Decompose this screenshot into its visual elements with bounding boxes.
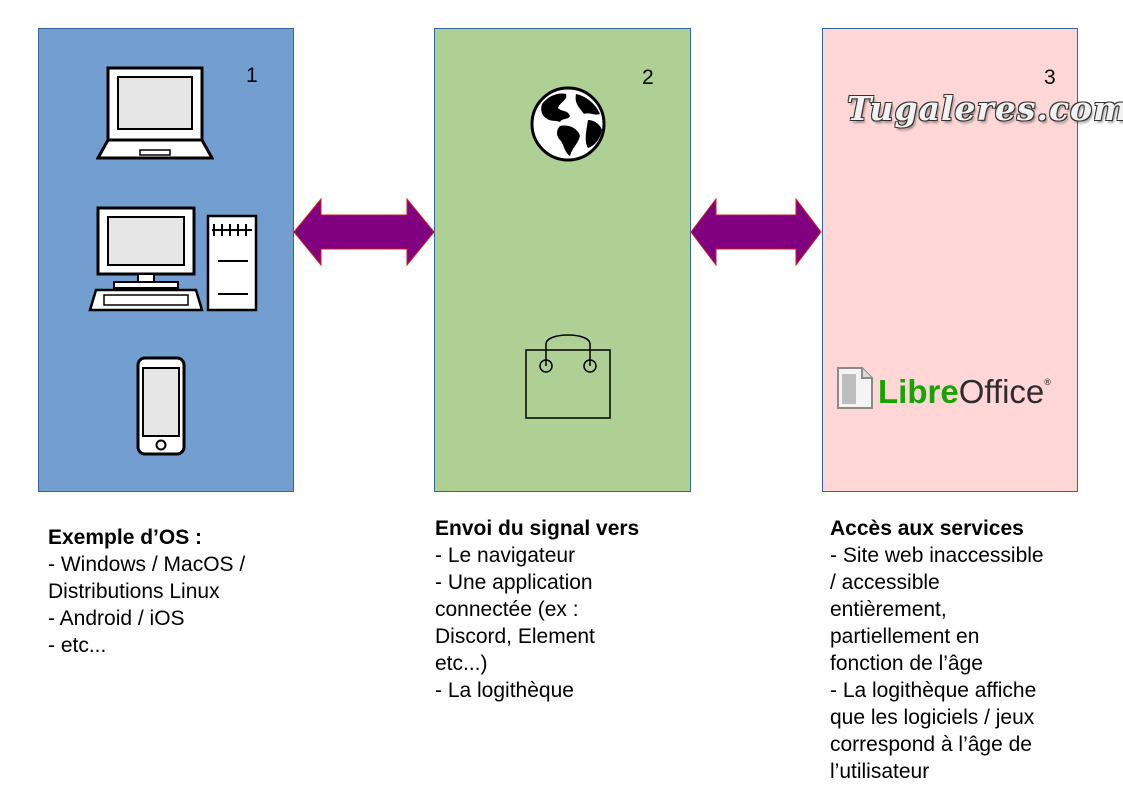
caption-title: Exemple d’OS : (48, 526, 203, 549)
globe-icon (530, 86, 606, 162)
caption-title: Envoi du signal vers (435, 517, 640, 540)
caption-line: etc...) (435, 652, 488, 675)
caption-line: - Windows / MacOS / (48, 553, 246, 576)
caption-title: Accès aux services (830, 517, 1024, 540)
caption-line: Discord, Element (435, 625, 595, 648)
panel-number-2: 2 (642, 66, 654, 89)
caption-line: partiellement en (830, 625, 980, 648)
caption-line: que les logiciels / jeux (830, 706, 1035, 729)
libreoffice-logo-registered: ® (1044, 377, 1051, 387)
caption-line: - etc... (48, 634, 107, 657)
shopping-bag-icon (525, 334, 611, 419)
caption-line: / accessible (830, 571, 940, 594)
caption-line: - La logithèque affiche (830, 679, 1037, 702)
libreoffice-document-icon (837, 367, 873, 409)
caption-services: Accès aux services - Site web inaccessib… (830, 515, 1044, 785)
libreoffice-logo-libre: Libre (878, 373, 959, 410)
caption-os-examples: Exemple d’OS : - Windows / MacOS / Distr… (48, 524, 245, 659)
caption-line: connectée (ex : (435, 598, 579, 621)
caption-line: - Le navigateur (435, 544, 576, 567)
smartphone-icon (136, 356, 186, 456)
libreoffice-logo: LibreOffice® (878, 372, 1051, 412)
caption-line: - Android / iOS (48, 607, 185, 630)
caption-line: - Site web inaccessible (830, 544, 1044, 567)
caption-line: entièrement, (830, 598, 947, 621)
panel-number-3: 3 (1044, 66, 1056, 89)
caption-signal: Envoi du signal vers - Le navigateur - U… (435, 515, 639, 704)
tugaleres-logo: Tugaleres.com (847, 89, 1123, 128)
double-arrow-2-3 (690, 198, 822, 266)
desktop-computer-icon (88, 206, 258, 312)
caption-line: correspond à l’âge de (830, 733, 1032, 756)
laptop-icon (96, 66, 214, 160)
panel-number-1: 1 (246, 64, 258, 87)
caption-line: l’utilisateur (830, 760, 930, 783)
caption-line: - La logithèque (435, 679, 574, 702)
caption-line: - Une application (435, 571, 593, 594)
double-arrow-1-2 (293, 198, 435, 266)
caption-line: fonction de l’âge (830, 652, 983, 675)
caption-line: Distributions Linux (48, 580, 220, 603)
libreoffice-logo-office: Office (958, 373, 1045, 410)
panel-services (822, 28, 1078, 492)
